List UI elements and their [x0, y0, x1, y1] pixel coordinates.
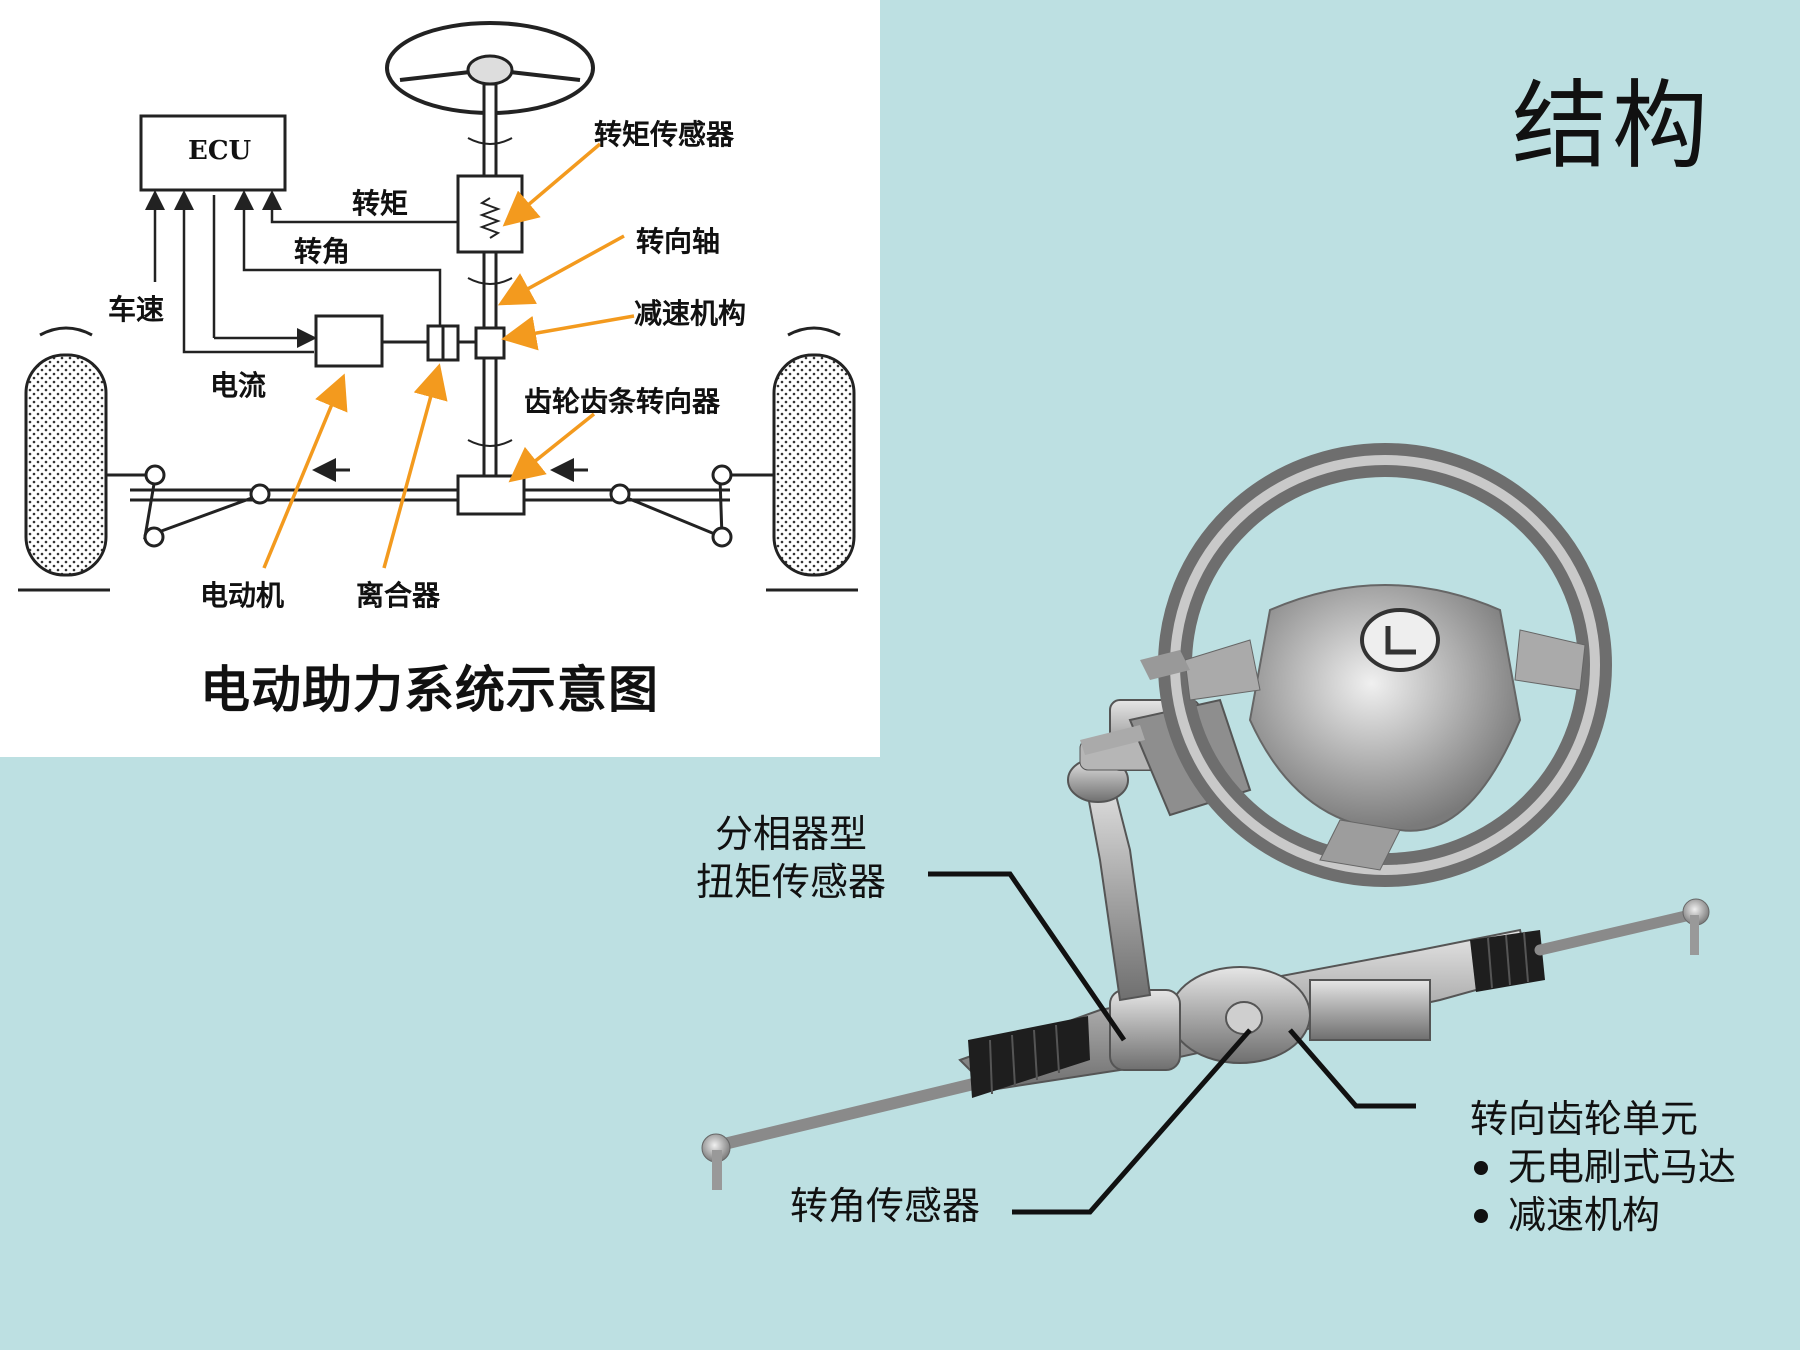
label-clutch: 离合器 [356, 579, 441, 612]
resolver-torque-sensor-line-1: 分相器型 [715, 812, 868, 856]
diagram-caption: 电动助力系统示意图 [200, 661, 659, 719]
steering-column [456, 82, 526, 516]
slide-title: 结构 [1512, 70, 1712, 182]
leader-lines [928, 871, 1416, 1215]
resolver-torque-sensor-line-2: 扭矩传感器 [696, 860, 887, 904]
joints [143, 464, 733, 548]
label-torque-sensor: 转矩传感器 [594, 118, 735, 151]
gear-unit-callout: 转向齿轮单元 无电刷式马达 减速机构 [1470, 1095, 1736, 1239]
label-torque: 转矩 [352, 187, 409, 220]
gear-unit-item-reduction: 减速机构 [1470, 1191, 1736, 1239]
tie-rods [100, 458, 780, 540]
resolver-torque-sensor-label: 分相器型 扭矩传感器 [696, 810, 886, 906]
motor-box [314, 314, 384, 368]
ecu-label: ECU [188, 136, 252, 166]
label-rack-pinion: 齿轮齿条转向器 [524, 385, 721, 418]
ecu-box [139, 114, 287, 192]
signal-wires [145, 190, 458, 354]
left-tire [24, 353, 108, 577]
label-steering-shaft: 转向轴 [636, 225, 721, 258]
gear-unit-item-brushless-motor: 无电刷式马达 [1470, 1143, 1736, 1191]
label-reduction-mechanism: 减速机构 [634, 297, 747, 330]
wheel-hub [466, 54, 514, 86]
right-tire [772, 353, 856, 577]
gear-unit-list: 无电刷式马达 减速机构 [1470, 1143, 1736, 1239]
torque-spring [479, 197, 501, 239]
callout-arrows [262, 142, 635, 569]
gear-unit-title: 转向齿轮单元 [1470, 1097, 1699, 1141]
label-vehicle-speed: 车速 [108, 293, 165, 326]
ground-lines [18, 326, 858, 592]
steering-assembly-illustration [701, 443, 1710, 1190]
label-motor: 电动机 [200, 579, 285, 612]
label-current: 电流 [210, 369, 267, 402]
angle-sensor-label: 转角传感器 [790, 1184, 981, 1228]
label-angle: 转角 [294, 235, 351, 268]
